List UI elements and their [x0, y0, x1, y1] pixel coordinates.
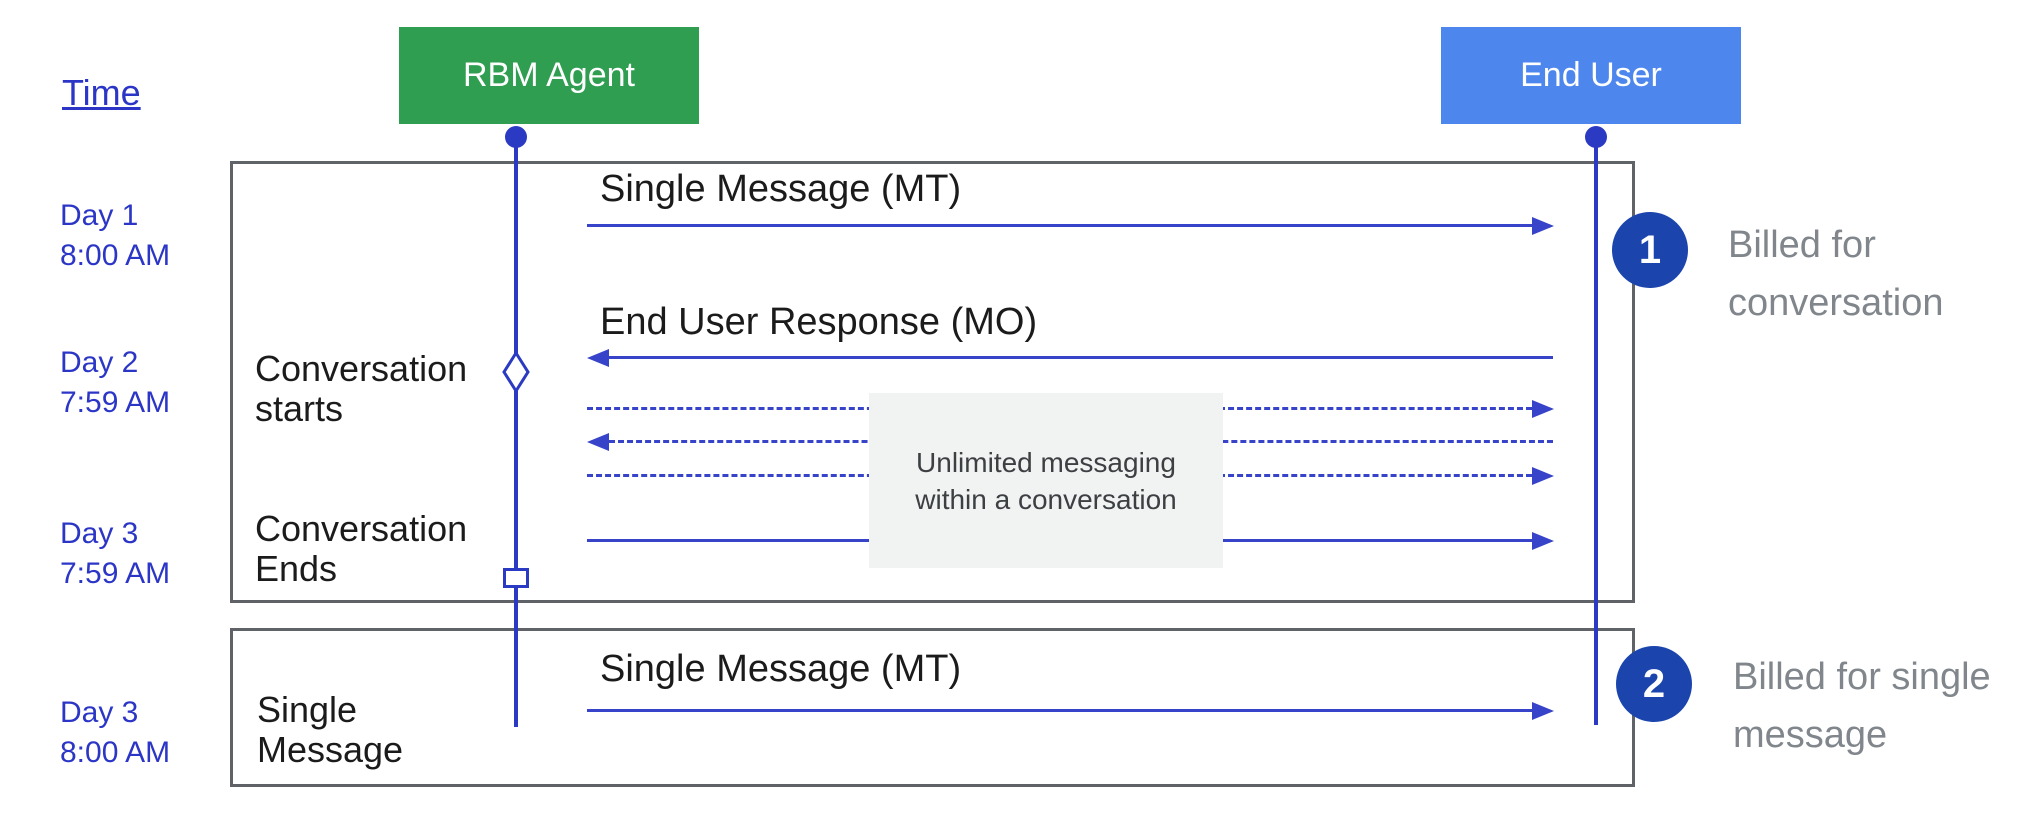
- time-marker-day3-end: Day 3 7:59 AM: [60, 514, 170, 594]
- time-marker-day3-single: Day 3 8:00 AM: [60, 693, 170, 773]
- mt-message-label-2: Single Message (MT): [600, 648, 962, 690]
- arrowhead-left-icon: [587, 349, 609, 367]
- arrowhead-right-icon: [1532, 532, 1554, 550]
- mt-message-label: Single Message (MT): [600, 168, 962, 210]
- unlimited-messaging-note: Unlimited messaging within a conversatio…: [869, 393, 1223, 568]
- day-label: Day 3: [60, 517, 139, 550]
- arrowhead-right-icon: [1532, 400, 1554, 418]
- actor-rbm-agent: RBM Agent: [399, 27, 699, 124]
- time-marker-day2: Day 2 7:59 AM: [60, 343, 170, 423]
- mo-message-label: End User Response (MO): [600, 301, 1038, 343]
- time-axis-label: Time: [62, 72, 141, 113]
- mt-message-arrow-2: [587, 709, 1532, 712]
- day-label: Day 2: [60, 346, 139, 379]
- conversation-frame: [230, 161, 1635, 603]
- billed-for-single-message-label: Billed for single message: [1733, 656, 1991, 756]
- billed-for-conversation-label: Billed for conversation: [1728, 224, 1944, 324]
- single-message-label: Single Message: [257, 689, 404, 770]
- arrowhead-right-icon: [1532, 217, 1554, 235]
- rbm-agent-lifeline: [514, 130, 518, 727]
- day-label: Day 1: [60, 199, 139, 232]
- arrowhead-left-icon: [587, 433, 609, 451]
- time-label: 7:59 AM: [60, 386, 171, 419]
- conversation-starts-label: Conversation starts: [255, 348, 468, 429]
- mo-message-arrow: [609, 356, 1553, 359]
- billing-badge-2: 2: [1616, 646, 1692, 722]
- arrowhead-right-icon: [1532, 467, 1554, 485]
- conversation-start-diamond-icon: [502, 350, 530, 394]
- mt-message-arrow: [587, 224, 1534, 227]
- billing-badge-1: 1: [1612, 212, 1688, 288]
- time-marker-day1: Day 1 8:00 AM: [60, 196, 170, 276]
- arrowhead-right-icon: [1532, 702, 1554, 720]
- end-user-lifeline: [1594, 130, 1598, 725]
- actor-end-user: End User: [1441, 27, 1741, 124]
- time-label: 8:00 AM: [60, 239, 171, 272]
- conversation-ends-label: Conversation Ends: [255, 508, 468, 589]
- conversation-end-square-icon: [503, 568, 529, 588]
- time-label: 7:59 AM: [60, 557, 171, 590]
- day-label: Day 3: [60, 696, 139, 729]
- time-label: 8:00 AM: [60, 736, 171, 769]
